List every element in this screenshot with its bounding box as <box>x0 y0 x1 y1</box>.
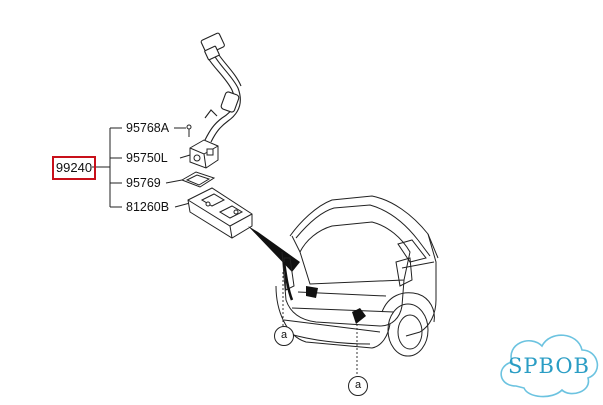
part-label-lamp-housing[interactable]: 81260B <box>126 200 170 214</box>
tailgate-harness <box>282 261 294 301</box>
watermark-text: SPBOB <box>508 354 590 378</box>
callout-a-right: a <box>348 376 368 396</box>
callout-a-left: a <box>274 326 294 346</box>
assembly-number-label[interactable]: 99240 <box>52 156 96 180</box>
lamp-mount-point <box>306 286 318 298</box>
camera-module <box>189 139 219 169</box>
leader-lines <box>92 127 191 208</box>
pointer-wedge <box>248 226 300 272</box>
watermark: SPBOB <box>496 334 602 400</box>
wiring-harness <box>200 32 242 143</box>
screw-icon <box>186 124 192 137</box>
watermark-cloud <box>500 334 599 398</box>
gasket <box>180 171 216 188</box>
lamp-housing <box>187 187 253 239</box>
vehicle-outline <box>275 195 439 357</box>
part-label-camera[interactable]: 95750L <box>126 151 168 165</box>
part-label-screw[interactable]: 95768A <box>126 121 170 135</box>
callout-leaders <box>282 272 358 376</box>
harness-mount-point <box>352 308 366 324</box>
part-label-gasket[interactable]: 95769 <box>126 176 161 190</box>
